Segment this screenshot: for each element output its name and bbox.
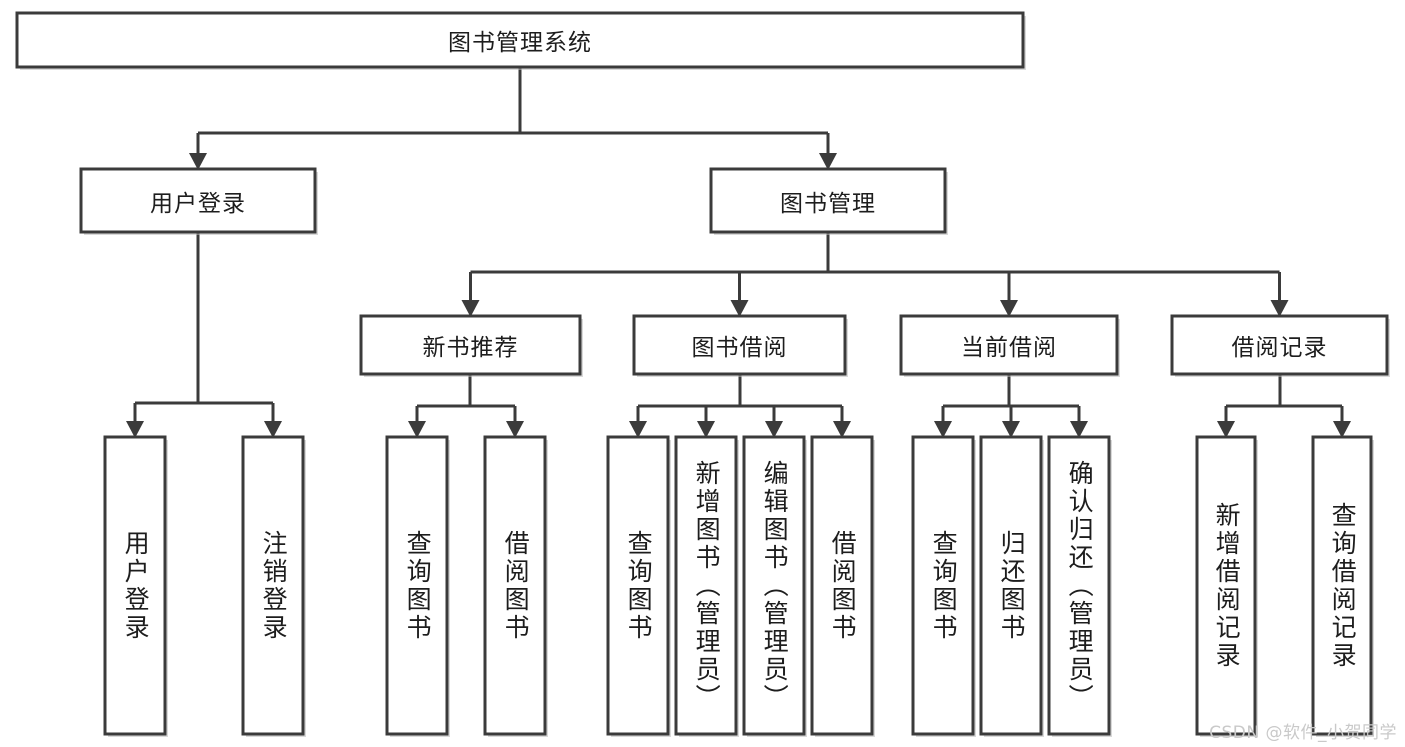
- node-rect-root: [15, 11, 1025, 69]
- node-rect-new-book-rec: [359, 314, 582, 376]
- conn-currentborrow-to-leaves-arrow-2: [1070, 421, 1088, 438]
- node-leaf-user-login[interactable]: [103, 435, 168, 737]
- conn-userlogin-to-leaves-arrow-1: [264, 421, 282, 438]
- node-rect-book-borrow: [632, 314, 847, 376]
- node-rect-leaf-bb-query-book: [606, 435, 670, 736]
- node-leaf-rec-borrow-book[interactable]: [483, 435, 548, 737]
- node-rect-book-manage: [709, 167, 947, 234]
- node-rect-leaf-cb-confirm-return: [1047, 435, 1111, 736]
- conn-bookborrow-to-leaves-arrow-0: [629, 421, 647, 438]
- node-leaf-rec-query-book[interactable]: [385, 435, 450, 737]
- node-leaf-cb-query-book[interactable]: [911, 435, 976, 737]
- node-rect-user-login: [79, 167, 317, 234]
- conn-currentborrow-to-leaves-arrow-0: [934, 421, 952, 438]
- node-leaf-br-query-record[interactable]: [1311, 435, 1374, 737]
- node-new-book-rec[interactable]: [359, 314, 583, 377]
- node-leaf-bb-edit-book[interactable]: [742, 435, 807, 737]
- node-root[interactable]: [15, 11, 1026, 70]
- conn-bookmanage-to-level3-arrow-2: [1000, 300, 1018, 317]
- node-leaf-logout-login[interactable]: [241, 435, 306, 737]
- conn-root-to-level2: [189, 67, 837, 170]
- node-book-manage[interactable]: [709, 167, 948, 235]
- node-rect-current-borrow: [899, 314, 1119, 376]
- node-leaf-cb-confirm-return[interactable]: [1047, 435, 1112, 737]
- node-leaf-bb-add-book[interactable]: [674, 435, 739, 737]
- node-leaf-cb-return-book[interactable]: [979, 435, 1044, 737]
- node-rect-leaf-bb-add-book: [674, 435, 738, 736]
- connector-layer: [126, 67, 1351, 438]
- conn-userlogin-to-leaves: [126, 232, 282, 438]
- node-rect-leaf-br-add-record: [1195, 435, 1257, 736]
- node-rect-leaf-cb-query-book: [911, 435, 975, 736]
- conn-newbookrec-to-leaves-arrow-1: [506, 421, 524, 438]
- node-rect-leaf-bb-edit-book: [742, 435, 806, 736]
- node-borrow-record[interactable]: [1170, 314, 1390, 377]
- conn-bookmanage-to-level3-arrow-0: [461, 300, 480, 317]
- node-user-login[interactable]: [79, 167, 318, 235]
- node-leaf-bb-query-book[interactable]: [606, 435, 671, 737]
- conn-borrowrecord-to-leaves: [1217, 374, 1351, 438]
- node-rect-leaf-cb-return-book: [979, 435, 1043, 736]
- conn-borrowrecord-to-leaves-arrow-1: [1333, 421, 1351, 438]
- node-rect-leaf-logout-login: [241, 435, 305, 736]
- conn-bookborrow-to-leaves-arrow-2: [765, 421, 783, 438]
- conn-borrowrecord-to-leaves-arrow-0: [1217, 421, 1235, 438]
- node-rect-leaf-bb-borrow-book: [810, 435, 874, 736]
- conn-newbookrec-to-leaves: [408, 374, 524, 438]
- conn-currentborrow-to-leaves: [934, 374, 1088, 438]
- conn-bookmanage-to-level3-arrow-3: [1270, 300, 1289, 317]
- conn-bookborrow-to-leaves-arrow-1: [697, 421, 715, 438]
- node-rect-leaf-rec-borrow-book: [483, 435, 547, 736]
- conn-newbookrec-to-leaves-arrow-0: [408, 421, 426, 438]
- node-leaf-br-add-record[interactable]: [1195, 435, 1258, 737]
- conn-root-to-level2-arrow-0: [189, 153, 207, 170]
- conn-userlogin-to-leaves-arrow-0: [126, 421, 144, 438]
- node-rect-borrow-record: [1170, 314, 1389, 376]
- node-layer: [15, 11, 1390, 737]
- conn-bookmanage-to-level3-arrow-1: [730, 300, 749, 317]
- conn-root-to-level2-arrow-1: [819, 153, 837, 170]
- node-rect-leaf-br-query-record: [1311, 435, 1373, 736]
- node-rect-leaf-user-login: [103, 435, 167, 736]
- conn-bookborrow-to-leaves-arrow-3: [833, 421, 851, 438]
- node-current-borrow[interactable]: [899, 314, 1120, 377]
- node-rect-leaf-rec-query-book: [385, 435, 449, 736]
- conn-bookborrow-to-leaves: [629, 374, 851, 438]
- conn-bookmanage-to-level3: [461, 232, 1289, 317]
- node-leaf-bb-borrow-book[interactable]: [810, 435, 875, 737]
- node-book-borrow[interactable]: [632, 314, 848, 377]
- conn-currentborrow-to-leaves-arrow-1: [1002, 421, 1020, 438]
